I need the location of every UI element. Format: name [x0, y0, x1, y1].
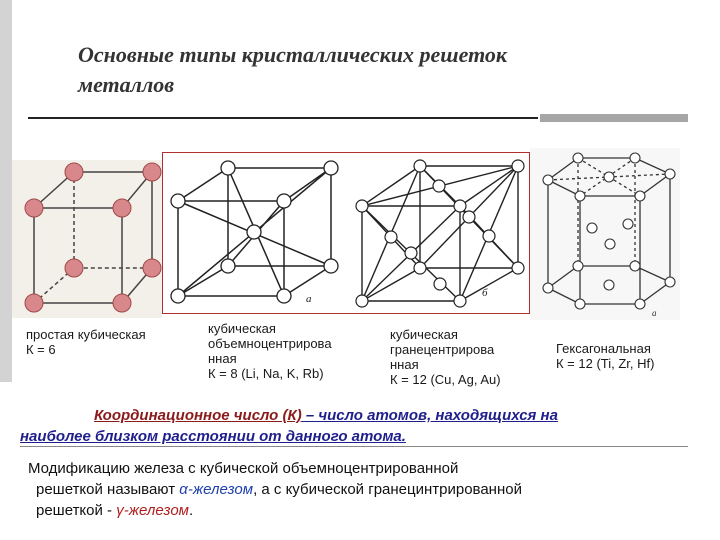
caption-hexagonal-k: К = 12 (Ti, Zr, Hf) — [556, 356, 655, 371]
iron-modification-paragraph: Модификацию железа с кубической объемноц… — [28, 458, 688, 521]
hex-mark: а — [652, 308, 657, 318]
bcc-diagram: а — [170, 160, 339, 305]
caption-simple-cubic-k: К = 6 — [26, 342, 56, 357]
left-accent-bar — [0, 0, 12, 382]
alpha-iron: α-железом — [179, 481, 254, 498]
definition-rest-2: наиболее близком расстоянии от данного а… — [20, 428, 406, 445]
fcc-mark: б — [482, 287, 488, 299]
caption-fcc: кубическая гранецентрирова нная К = 12 (… — [390, 327, 501, 387]
coordination-number-definition: Координационное число (К) – число атомов… — [20, 405, 670, 447]
caption-fcc-line3: нная — [390, 357, 419, 372]
caption-bcc-line2: объемноцентрирова — [208, 336, 332, 351]
para-line-2b: , а с кубической гранецинтрированной — [253, 481, 522, 498]
caption-hexagonal-name: Гексагональная — [556, 341, 651, 356]
caption-bcc-line3: нная — [208, 351, 237, 366]
para-line-2a: решеткой называют — [36, 481, 180, 498]
definition-term: Координационное число (К) — [94, 407, 302, 424]
para-line-3a: решеткой - — [36, 502, 117, 519]
simple-cubic-diagram — [12, 160, 162, 318]
bcc-mark: а — [306, 293, 312, 305]
slide-title: Основные типы кристаллических решеток ме… — [78, 40, 678, 100]
title-accent-block — [540, 114, 688, 122]
caption-bcc-k: К = 8 (Li, Na, K, Rb) — [208, 366, 324, 381]
caption-simple-cubic: простая кубическая К = 6 — [26, 327, 146, 357]
caption-fcc-line2: гранецентрирова — [390, 342, 495, 357]
definition-rest-1: – число атомов, находящихся на — [301, 407, 558, 424]
hexagonal-diagram: а — [530, 148, 680, 320]
title-underline — [28, 117, 538, 119]
caption-hexagonal: Гексагональная К = 12 (Ti, Zr, Hf) — [556, 341, 654, 371]
caption-fcc-k: К = 12 (Cu, Ag, Au) — [390, 372, 501, 387]
para-line-3b: . — [188, 502, 194, 519]
caption-simple-cubic-name: простая кубическая — [26, 327, 146, 342]
definition-divider — [20, 446, 688, 447]
gamma-iron: γ-железом — [116, 502, 189, 519]
title-line-1: Основные типы кристаллических решеток — [78, 42, 508, 67]
caption-bcc-line1: кубическая — [208, 321, 276, 336]
caption-bcc: кубическая объемноцентрирова нная К = 8 … — [208, 321, 332, 381]
highlight-frame — [162, 152, 530, 314]
fcc-diagram: б — [355, 159, 525, 308]
title-line-2: металлов — [78, 72, 175, 97]
para-line-1: Модификацию железа с кубической объемноц… — [28, 460, 459, 477]
caption-fcc-line1: кубическая — [390, 327, 458, 342]
